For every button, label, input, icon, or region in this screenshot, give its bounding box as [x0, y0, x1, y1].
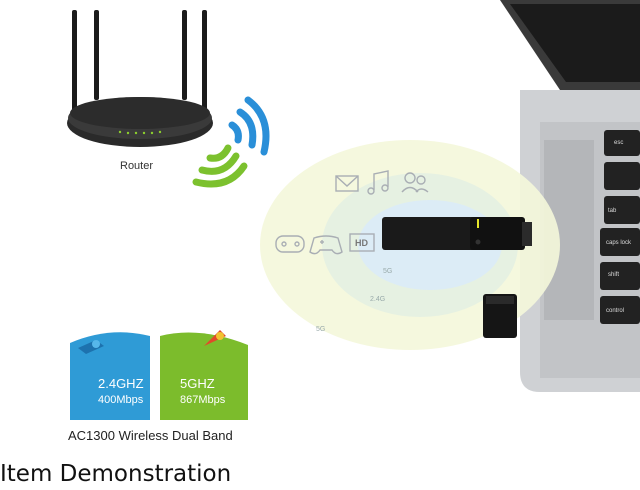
music-icon — [367, 170, 389, 195]
dual-band-caption: AC1300 Wireless Dual Band — [68, 428, 233, 443]
zone-5g-label: 5G — [383, 268, 393, 275]
band-2g-speed: 400Mbps — [98, 394, 144, 406]
key-caps-label: caps lock — [606, 240, 632, 246]
band-2g-name: 2.4GHZ — [98, 376, 144, 391]
wifi-signal-icon — [192, 96, 270, 188]
zone-24g-label: 2.4G — [370, 296, 386, 303]
key-shift-label: shift — [608, 272, 620, 278]
dongle-cap — [483, 294, 517, 338]
laptop-illustration — [500, 0, 640, 392]
mail-icon — [335, 175, 359, 192]
hd-icon-label: HD — [355, 238, 368, 248]
key-esc-label: esc — [614, 140, 624, 146]
band-5g-name: 5GHZ — [180, 376, 215, 391]
users-icon — [401, 172, 429, 193]
gamepad-icon — [275, 235, 305, 253]
key-control-label: control — [606, 308, 625, 314]
zone-outer-label: 5G — [316, 326, 326, 333]
product-demo-image: Router 5G 2.4G 5G HD esc tab caps lock s… — [67, 0, 640, 443]
hd-icon — [349, 233, 375, 252]
band-5g-badge — [160, 330, 248, 420]
router-label: Router — [120, 160, 154, 172]
key-tab-label: tab — [608, 208, 617, 214]
band-5g-speed: 867Mbps — [180, 394, 226, 406]
footer-title: Item Demonstration — [0, 461, 232, 487]
controller-icon — [309, 235, 343, 255]
band-2g-badge — [70, 332, 150, 420]
usb-dongle — [382, 217, 532, 250]
router-illustration — [67, 10, 213, 147]
